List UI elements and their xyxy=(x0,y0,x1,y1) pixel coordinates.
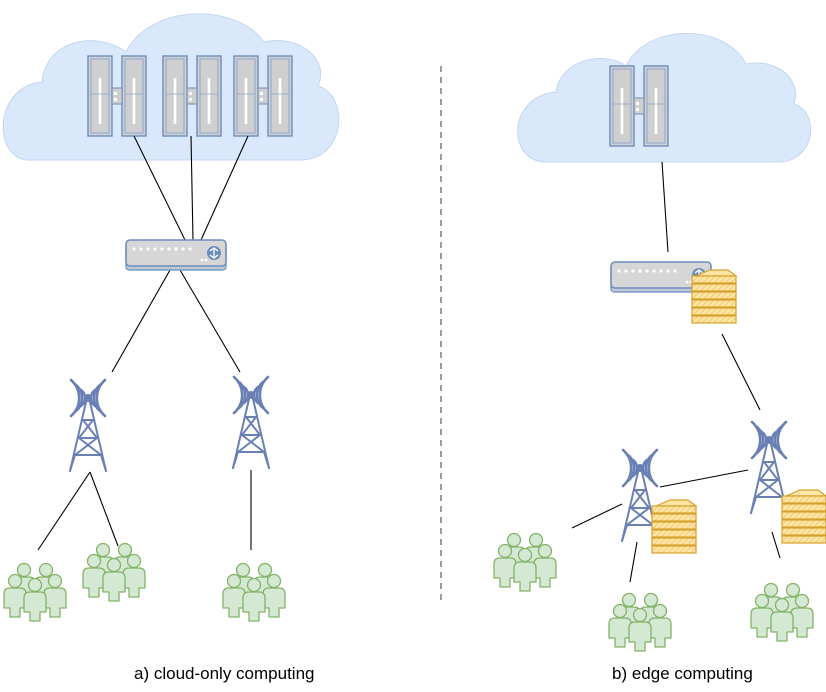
edge-server-icon xyxy=(651,499,697,554)
cell-tower-icon xyxy=(231,375,271,470)
user-group-icon xyxy=(83,544,145,602)
edge-server-icon xyxy=(691,269,737,324)
user-group-icon xyxy=(494,534,556,592)
edge-server-icon xyxy=(781,489,826,544)
user-group-icon xyxy=(4,564,66,622)
links-edge xyxy=(571,161,781,583)
links-cloud xyxy=(37,135,252,551)
panel-cloud-only xyxy=(2,13,340,622)
caption-edge-computing: b) edge computing xyxy=(612,664,753,683)
cell-tower-icon xyxy=(68,378,108,473)
panel-edge xyxy=(494,33,826,651)
user-group-icon xyxy=(609,594,671,652)
user-group-icon xyxy=(751,584,813,642)
network-switch-icon xyxy=(125,239,227,271)
caption-cloud-only: a) cloud-only computing xyxy=(134,664,315,683)
user-group-icon xyxy=(223,564,285,622)
